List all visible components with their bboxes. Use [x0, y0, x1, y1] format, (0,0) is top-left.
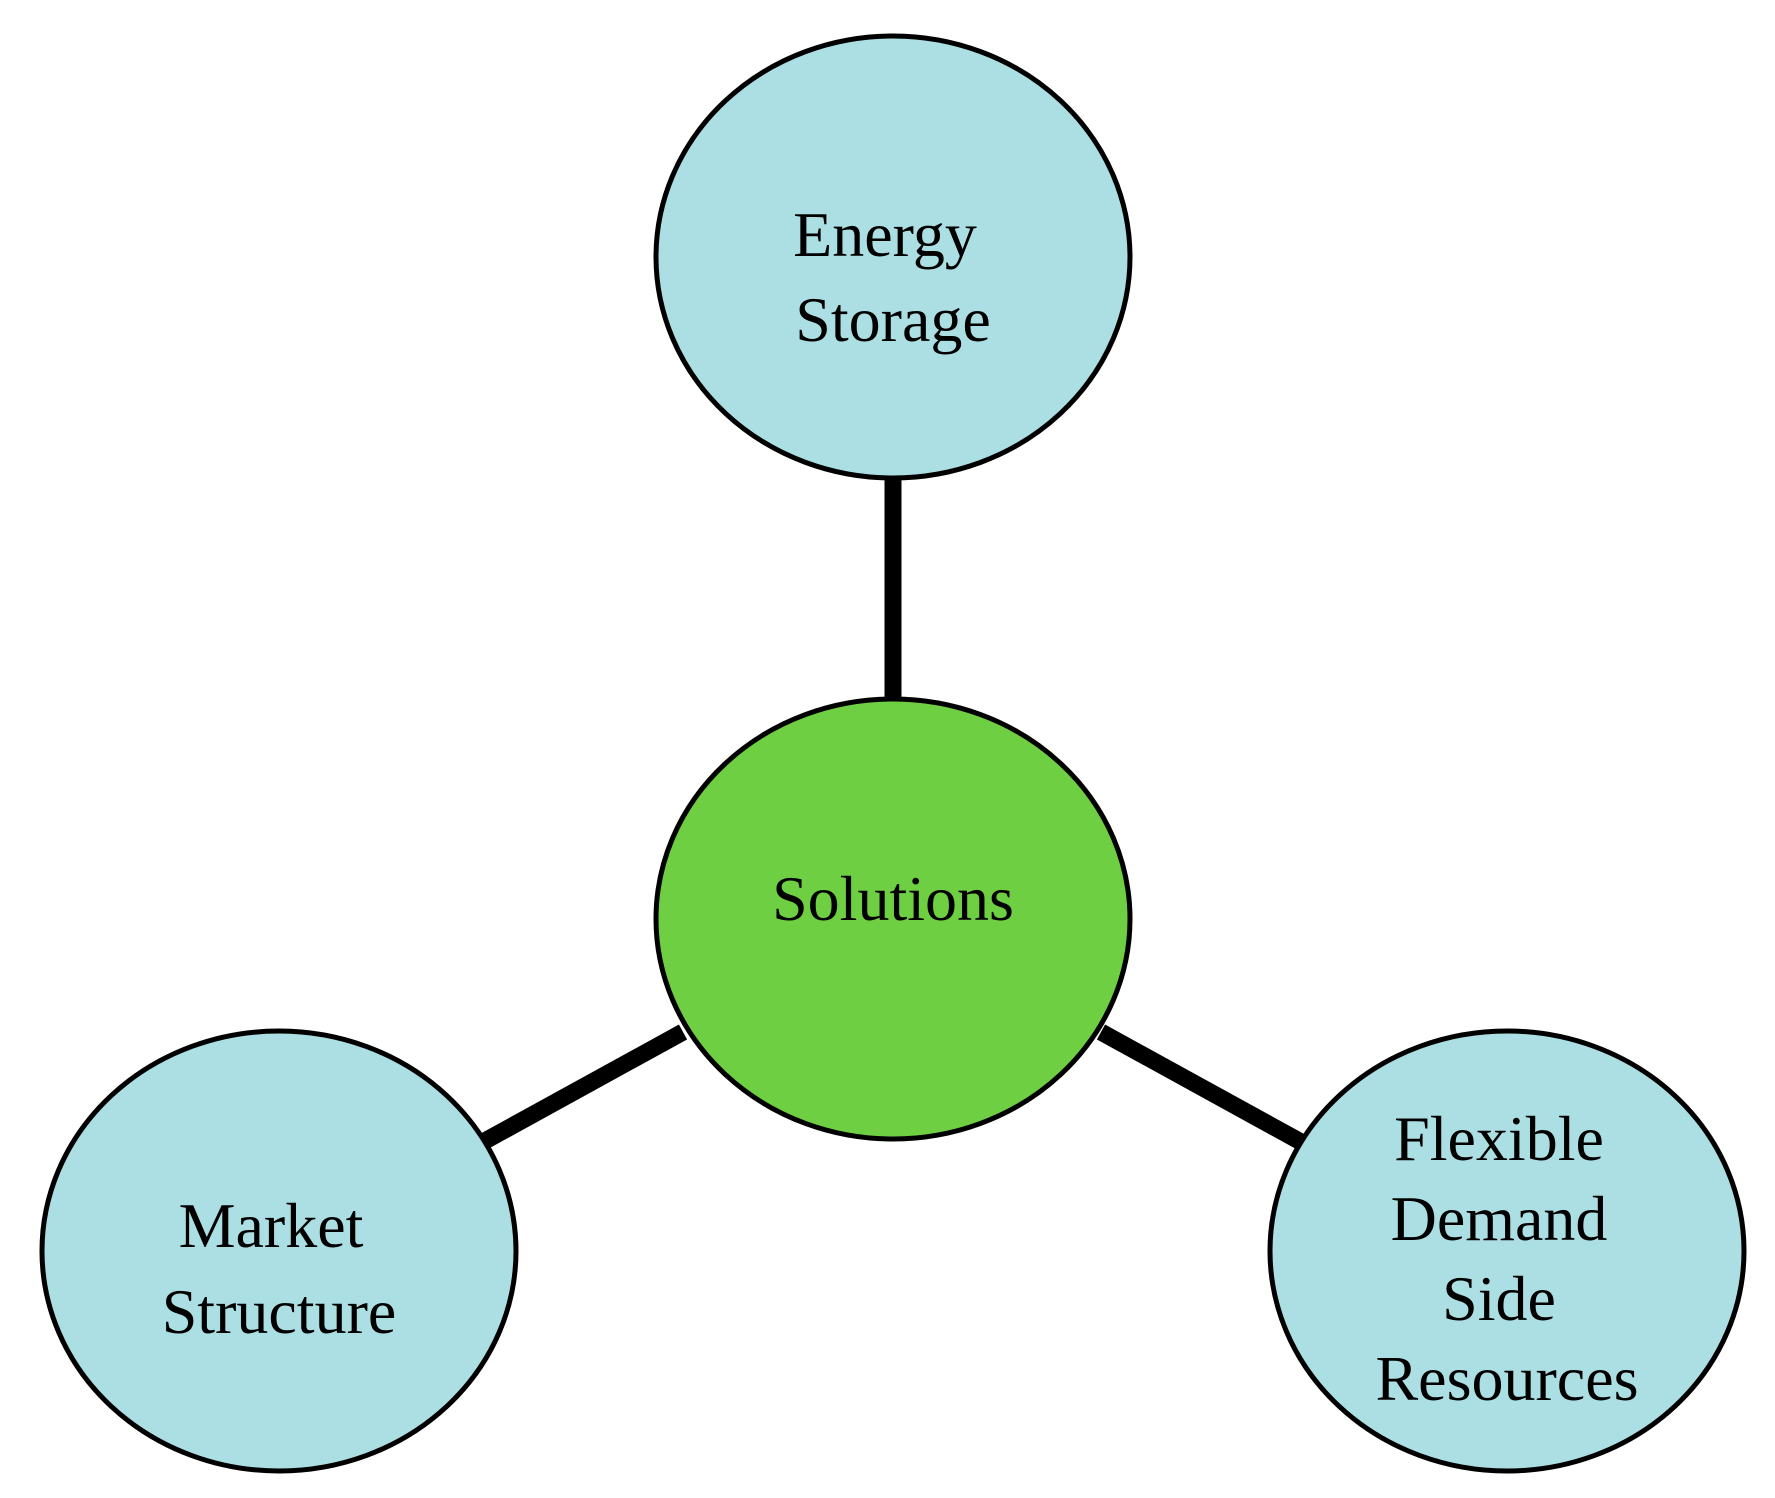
node-market-structure: Market Structure — [39, 1028, 519, 1474]
node-market-structure-label-line: Structure — [162, 1276, 397, 1347]
node-market-structure-label-line: Market — [179, 1190, 364, 1261]
node-market-structure-circle — [39, 1028, 519, 1474]
node-flexible-demand-label-line: Side — [1442, 1263, 1556, 1334]
svg-text:Solutions: Solutions — [772, 863, 1014, 934]
node-flexible-demand-side-resources: Flexible Demand Side Resources — [1267, 1028, 1747, 1474]
node-energy-storage: Energy Storage — [653, 33, 1133, 481]
svg-text:Flexible Demand Si: Flexible Demand Side Resources — [1375, 1103, 1638, 1414]
svg-text:Energy Storage: Energy Storage — [793, 199, 993, 355]
node-flexible-demand-label-line: Demand — [1391, 1183, 1608, 1254]
node-solutions-circle — [653, 696, 1133, 1142]
node-flexible-demand-side-resources-circle — [1267, 1028, 1747, 1474]
node-energy-storage-label-line: Energy — [793, 199, 977, 270]
node-energy-storage-circle — [653, 33, 1133, 481]
connector-market-structure — [478, 1024, 688, 1150]
node-solutions: Solutions — [653, 696, 1133, 1142]
node-solutions-label-line: Solutions — [772, 863, 1014, 934]
node-flexible-demand-label-line: Resources — [1375, 1343, 1638, 1414]
node-flexible-demand-label-line: Flexible — [1394, 1103, 1604, 1174]
connector-flexible-demand — [1096, 1024, 1306, 1150]
svg-text:Market Structure: Market Structure — [162, 1190, 397, 1347]
node-energy-storage-label-line: Storage — [795, 284, 991, 355]
connectors — [478, 478, 1306, 1150]
